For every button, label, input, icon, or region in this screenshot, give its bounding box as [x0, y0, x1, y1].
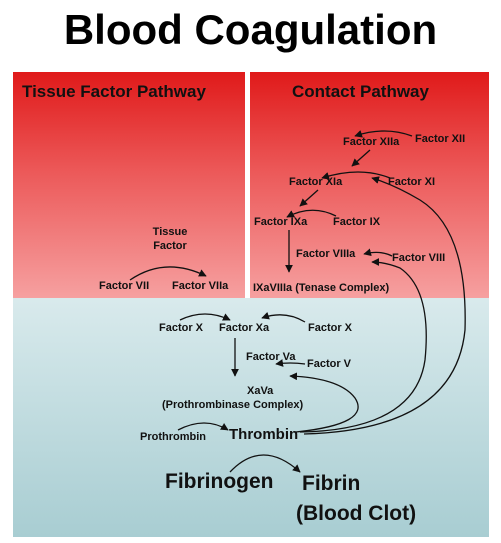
node-xava: XaVa: [247, 385, 274, 397]
node-factor-viiia: Factor VIIIa: [296, 248, 356, 260]
node-factor-xiia: Factor XIIa: [343, 136, 400, 148]
node-fibrin: Fibrin: [302, 472, 361, 495]
node-factor-ix: Factor IX: [333, 216, 381, 228]
node-factor-xa: Factor Xa: [219, 322, 270, 334]
node-factor-xia: Factor XIa: [289, 176, 343, 188]
node-prothrombinase-complex: (Prothrombinase Complex): [162, 399, 304, 411]
node-factor-viii: Factor VIII: [392, 252, 446, 264]
contact-pathway-header: Contact Pathway: [292, 82, 429, 101]
node-prothrombin: Prothrombin: [140, 431, 206, 443]
node-factor-vii: Factor VII: [99, 280, 150, 292]
node-blood-clot: (Blood Clot): [296, 502, 417, 525]
tissue-factor-pathway-header: Tissue Factor Pathway: [22, 82, 206, 101]
node-factor-x-left: Factor X: [159, 322, 204, 334]
page-title: Blood Coagulation: [63, 6, 438, 53]
node-tissue-factor-line1: Tissue: [152, 226, 188, 238]
node-fibrinogen: Fibrinogen: [165, 470, 274, 493]
node-factor-ixa: Factor IXa: [254, 216, 308, 228]
panel-divider: [245, 72, 250, 298]
node-tissue-factor-line2: Factor: [153, 240, 187, 252]
contact-pathway-panel: [250, 72, 489, 298]
node-factor-xi: Factor XI: [388, 176, 436, 188]
tissue-factor-pathway-panel: [13, 72, 245, 298]
node-factor-x-right: Factor X: [308, 322, 353, 334]
node-thrombin: Thrombin: [229, 426, 299, 443]
node-tenase-complex: IXaVIIIa (Tenase Complex): [253, 282, 390, 294]
node-factor-v: Factor V: [307, 358, 352, 370]
node-factor-viia: Factor VIIa: [172, 280, 229, 292]
node-factor-xii: Factor XII: [415, 133, 466, 145]
node-factor-va: Factor Va: [246, 351, 296, 363]
